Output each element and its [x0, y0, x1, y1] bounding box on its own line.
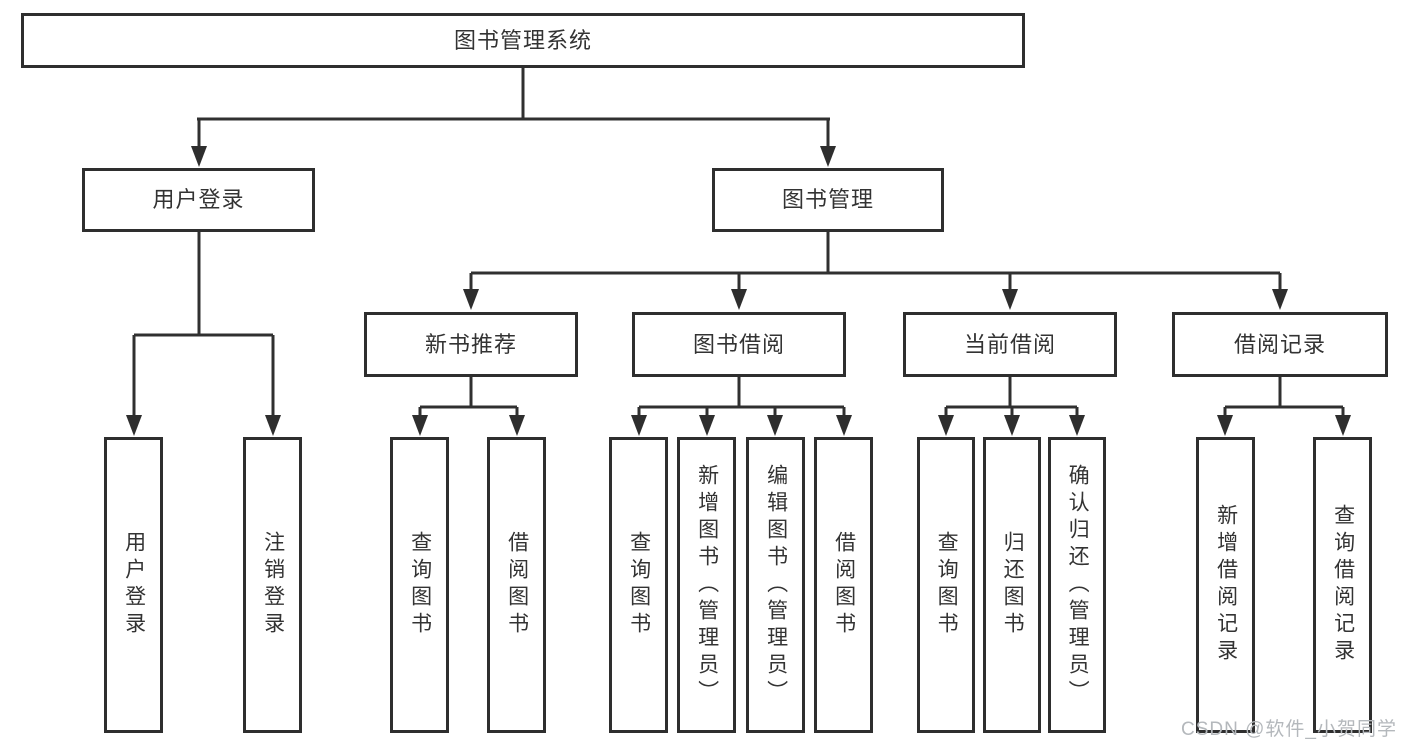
leaf-borrowing-edit-books-admin: 编辑图书（管理员）	[746, 437, 805, 733]
leaf-user-login: 用户登录	[104, 437, 163, 733]
node-new-book-recommend: 新书推荐	[364, 312, 578, 377]
leaf-current-query-books: 查询图书	[917, 437, 975, 733]
leaf-borrowing-borrow-books-label: 借阅图书	[832, 531, 856, 639]
leaf-current-return-books: 归还图书	[983, 437, 1041, 733]
node-book-management: 图书管理	[712, 168, 944, 232]
node-book-borrowing: 图书借阅	[632, 312, 846, 377]
leaf-borrowing-add-books-admin: 新增图书（管理员）	[677, 437, 736, 733]
node-book-management-label: 图书管理	[781, 187, 874, 213]
leaf-records-query-record: 查询借阅记录	[1313, 437, 1372, 733]
leaf-records-add-record: 新增借阅记录	[1196, 437, 1255, 733]
leaf-current-return-books-label: 归还图书	[1001, 531, 1025, 639]
node-user-login: 用户登录	[82, 168, 315, 232]
leaf-records-query-record-label: 查询借阅记录	[1331, 504, 1355, 666]
leaf-logout-label: 注销登录	[261, 531, 285, 639]
node-book-borrowing-label: 图书借阅	[692, 331, 785, 357]
node-root: 图书管理系统	[21, 13, 1025, 68]
leaf-borrowing-borrow-books: 借阅图书	[814, 437, 873, 733]
leaf-newbooks-query-books: 查询图书	[390, 437, 449, 733]
leaf-borrowing-edit-books-admin-label: 编辑图书（管理员）	[764, 463, 788, 707]
leaf-logout: 注销登录	[243, 437, 302, 733]
node-new-book-recommend-label: 新书推荐	[424, 331, 517, 357]
leaf-newbooks-borrow-books-label: 借阅图书	[505, 531, 529, 639]
node-borrow-records: 借阅记录	[1172, 312, 1388, 377]
leaf-newbooks-borrow-books: 借阅图书	[487, 437, 546, 733]
leaf-current-confirm-return-admin: 确认归还（管理员）	[1048, 437, 1106, 733]
csdn-watermark: CSDN @软件_小贺同学	[1181, 719, 1397, 740]
node-current-borrowing: 当前借阅	[903, 312, 1117, 377]
leaf-current-confirm-return-admin-label: 确认归还（管理员）	[1066, 463, 1090, 707]
leaf-borrowing-add-books-admin-label: 新增图书（管理员）	[695, 463, 719, 707]
leaf-borrowing-query-books: 查询图书	[609, 437, 668, 733]
leaf-user-login-label: 用户登录	[122, 531, 146, 639]
node-root-label: 图书管理系统	[453, 27, 592, 53]
node-current-borrowing-label: 当前借阅	[963, 331, 1056, 357]
node-borrow-records-label: 借阅记录	[1233, 331, 1326, 357]
leaf-borrowing-query-books-label: 查询图书	[627, 531, 651, 639]
node-user-login-label: 用户登录	[152, 187, 245, 213]
leaf-current-query-books-label: 查询图书	[935, 531, 959, 639]
leaf-records-add-record-label: 新增借阅记录	[1214, 504, 1238, 666]
leaf-newbooks-query-books-label: 查询图书	[408, 531, 432, 639]
